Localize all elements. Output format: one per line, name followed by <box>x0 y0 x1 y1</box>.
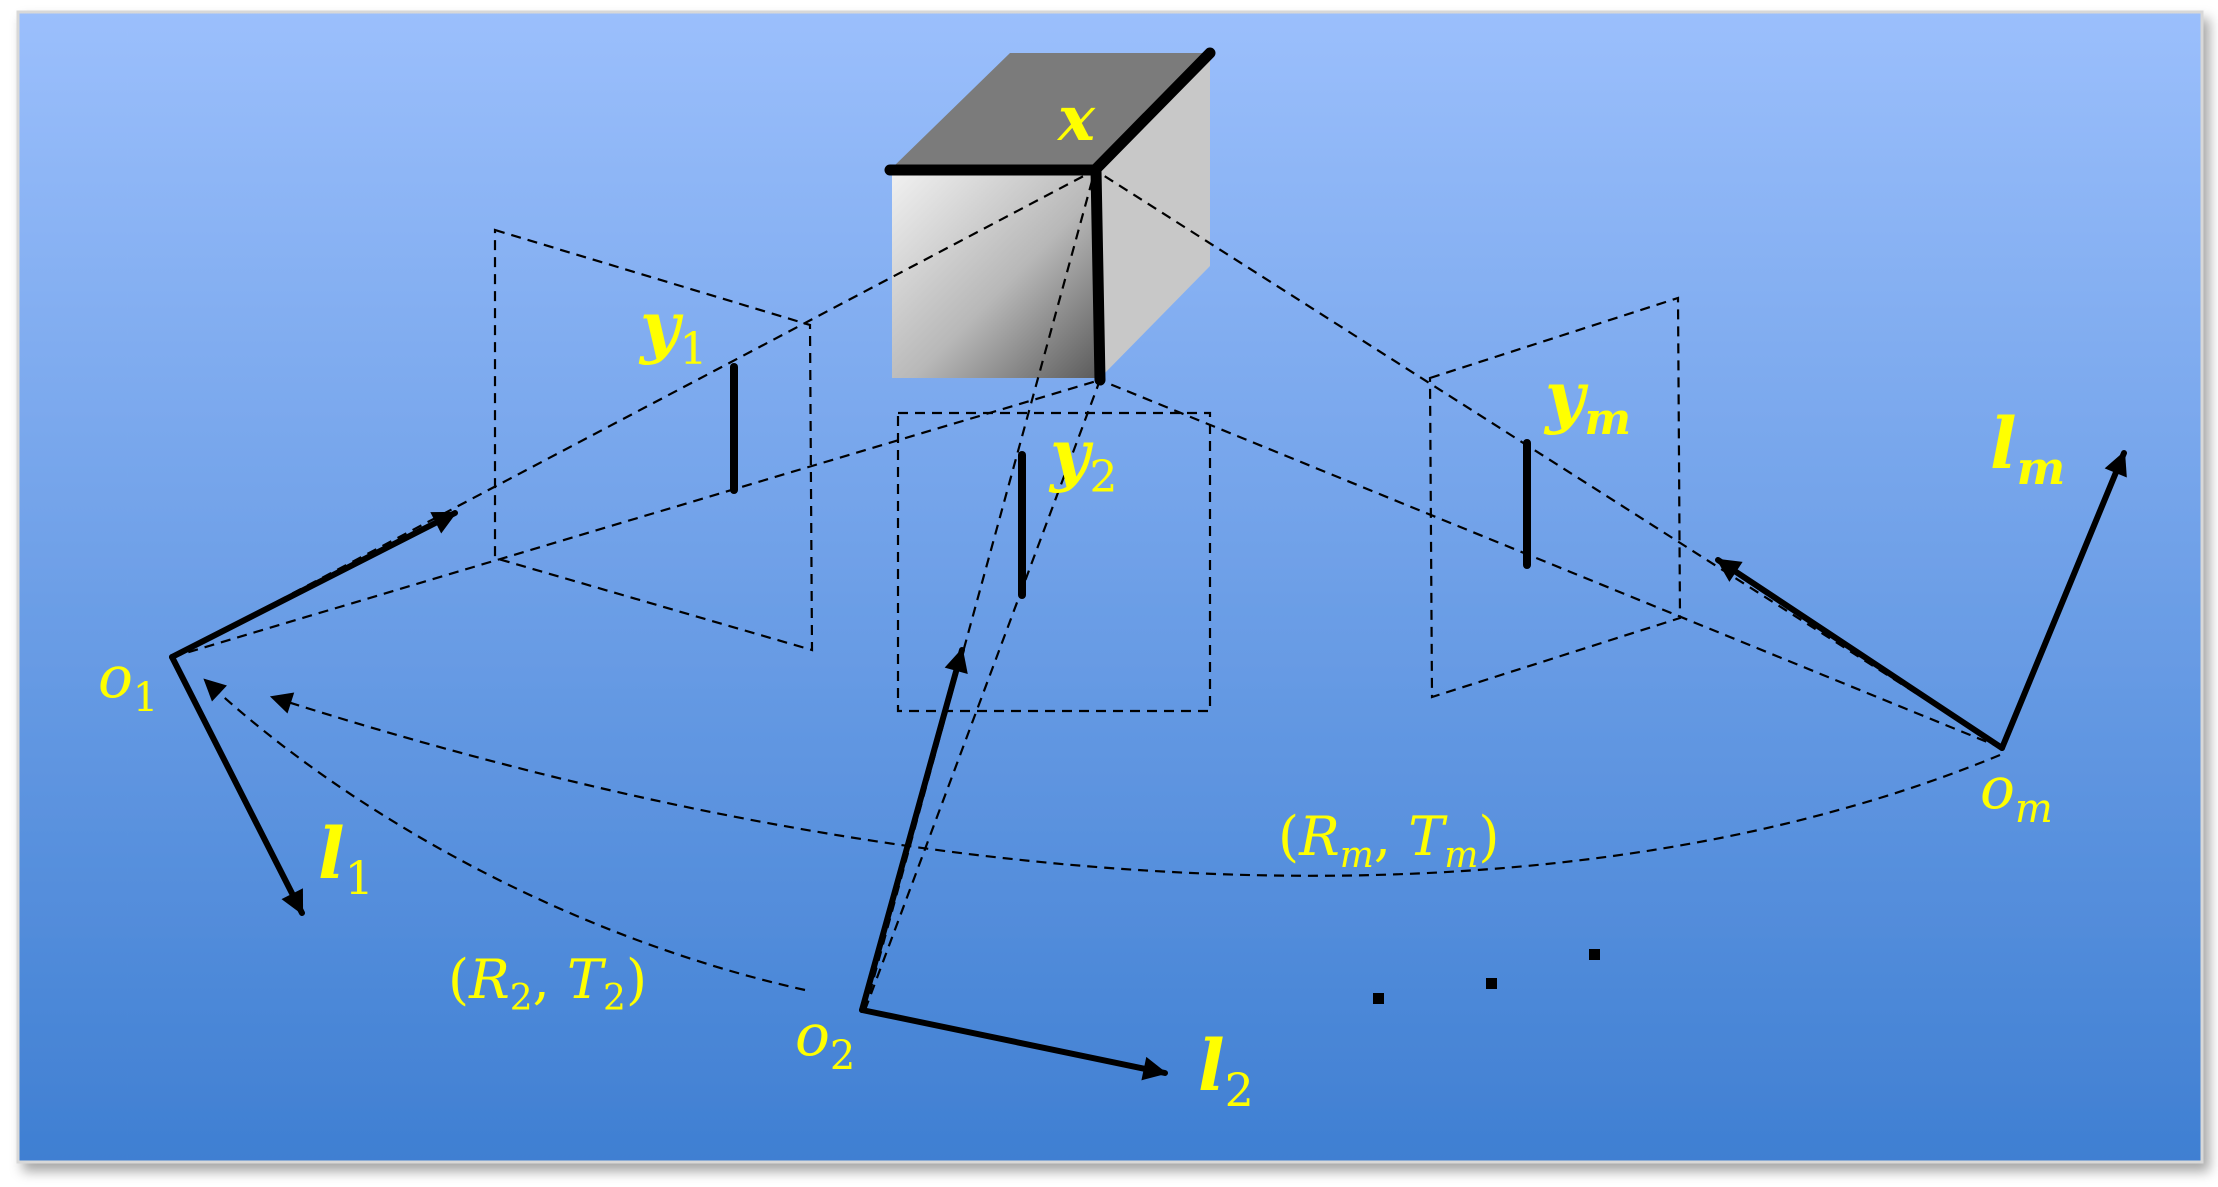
transform-arc-m <box>269 692 2001 877</box>
camera-1-axes <box>169 510 458 916</box>
label-ym: ym <box>1543 357 1631 445</box>
camera-2-axes <box>859 647 1168 1081</box>
ellipsis-dots <box>1373 949 1600 1004</box>
label-transform-m: (Rm, Tm) <box>1278 805 1499 876</box>
camera-m-axes <box>1715 450 2127 751</box>
label-l2: l2 <box>1198 1024 1254 1117</box>
image-plane-2 <box>896 411 1212 713</box>
cube-object <box>884 47 1216 386</box>
label-o2: o2 <box>795 1001 855 1079</box>
label-transform-2: (R2, T2) <box>448 948 647 1019</box>
image-plane-m <box>1428 296 1682 699</box>
label-om: om <box>1980 754 2053 832</box>
image-plane-1 <box>493 228 814 652</box>
label-y1: y1 <box>638 287 708 375</box>
label-lm: lm <box>1990 402 2065 495</box>
label-y2: y2 <box>1048 415 1118 503</box>
cube-right-face <box>1093 53 1210 378</box>
label-point-x: x <box>1056 82 1096 155</box>
cube-front-face <box>892 168 1100 378</box>
label-o1: o1 <box>98 643 158 721</box>
label-l1: l1 <box>318 812 374 905</box>
cube-top-face <box>892 53 1210 168</box>
